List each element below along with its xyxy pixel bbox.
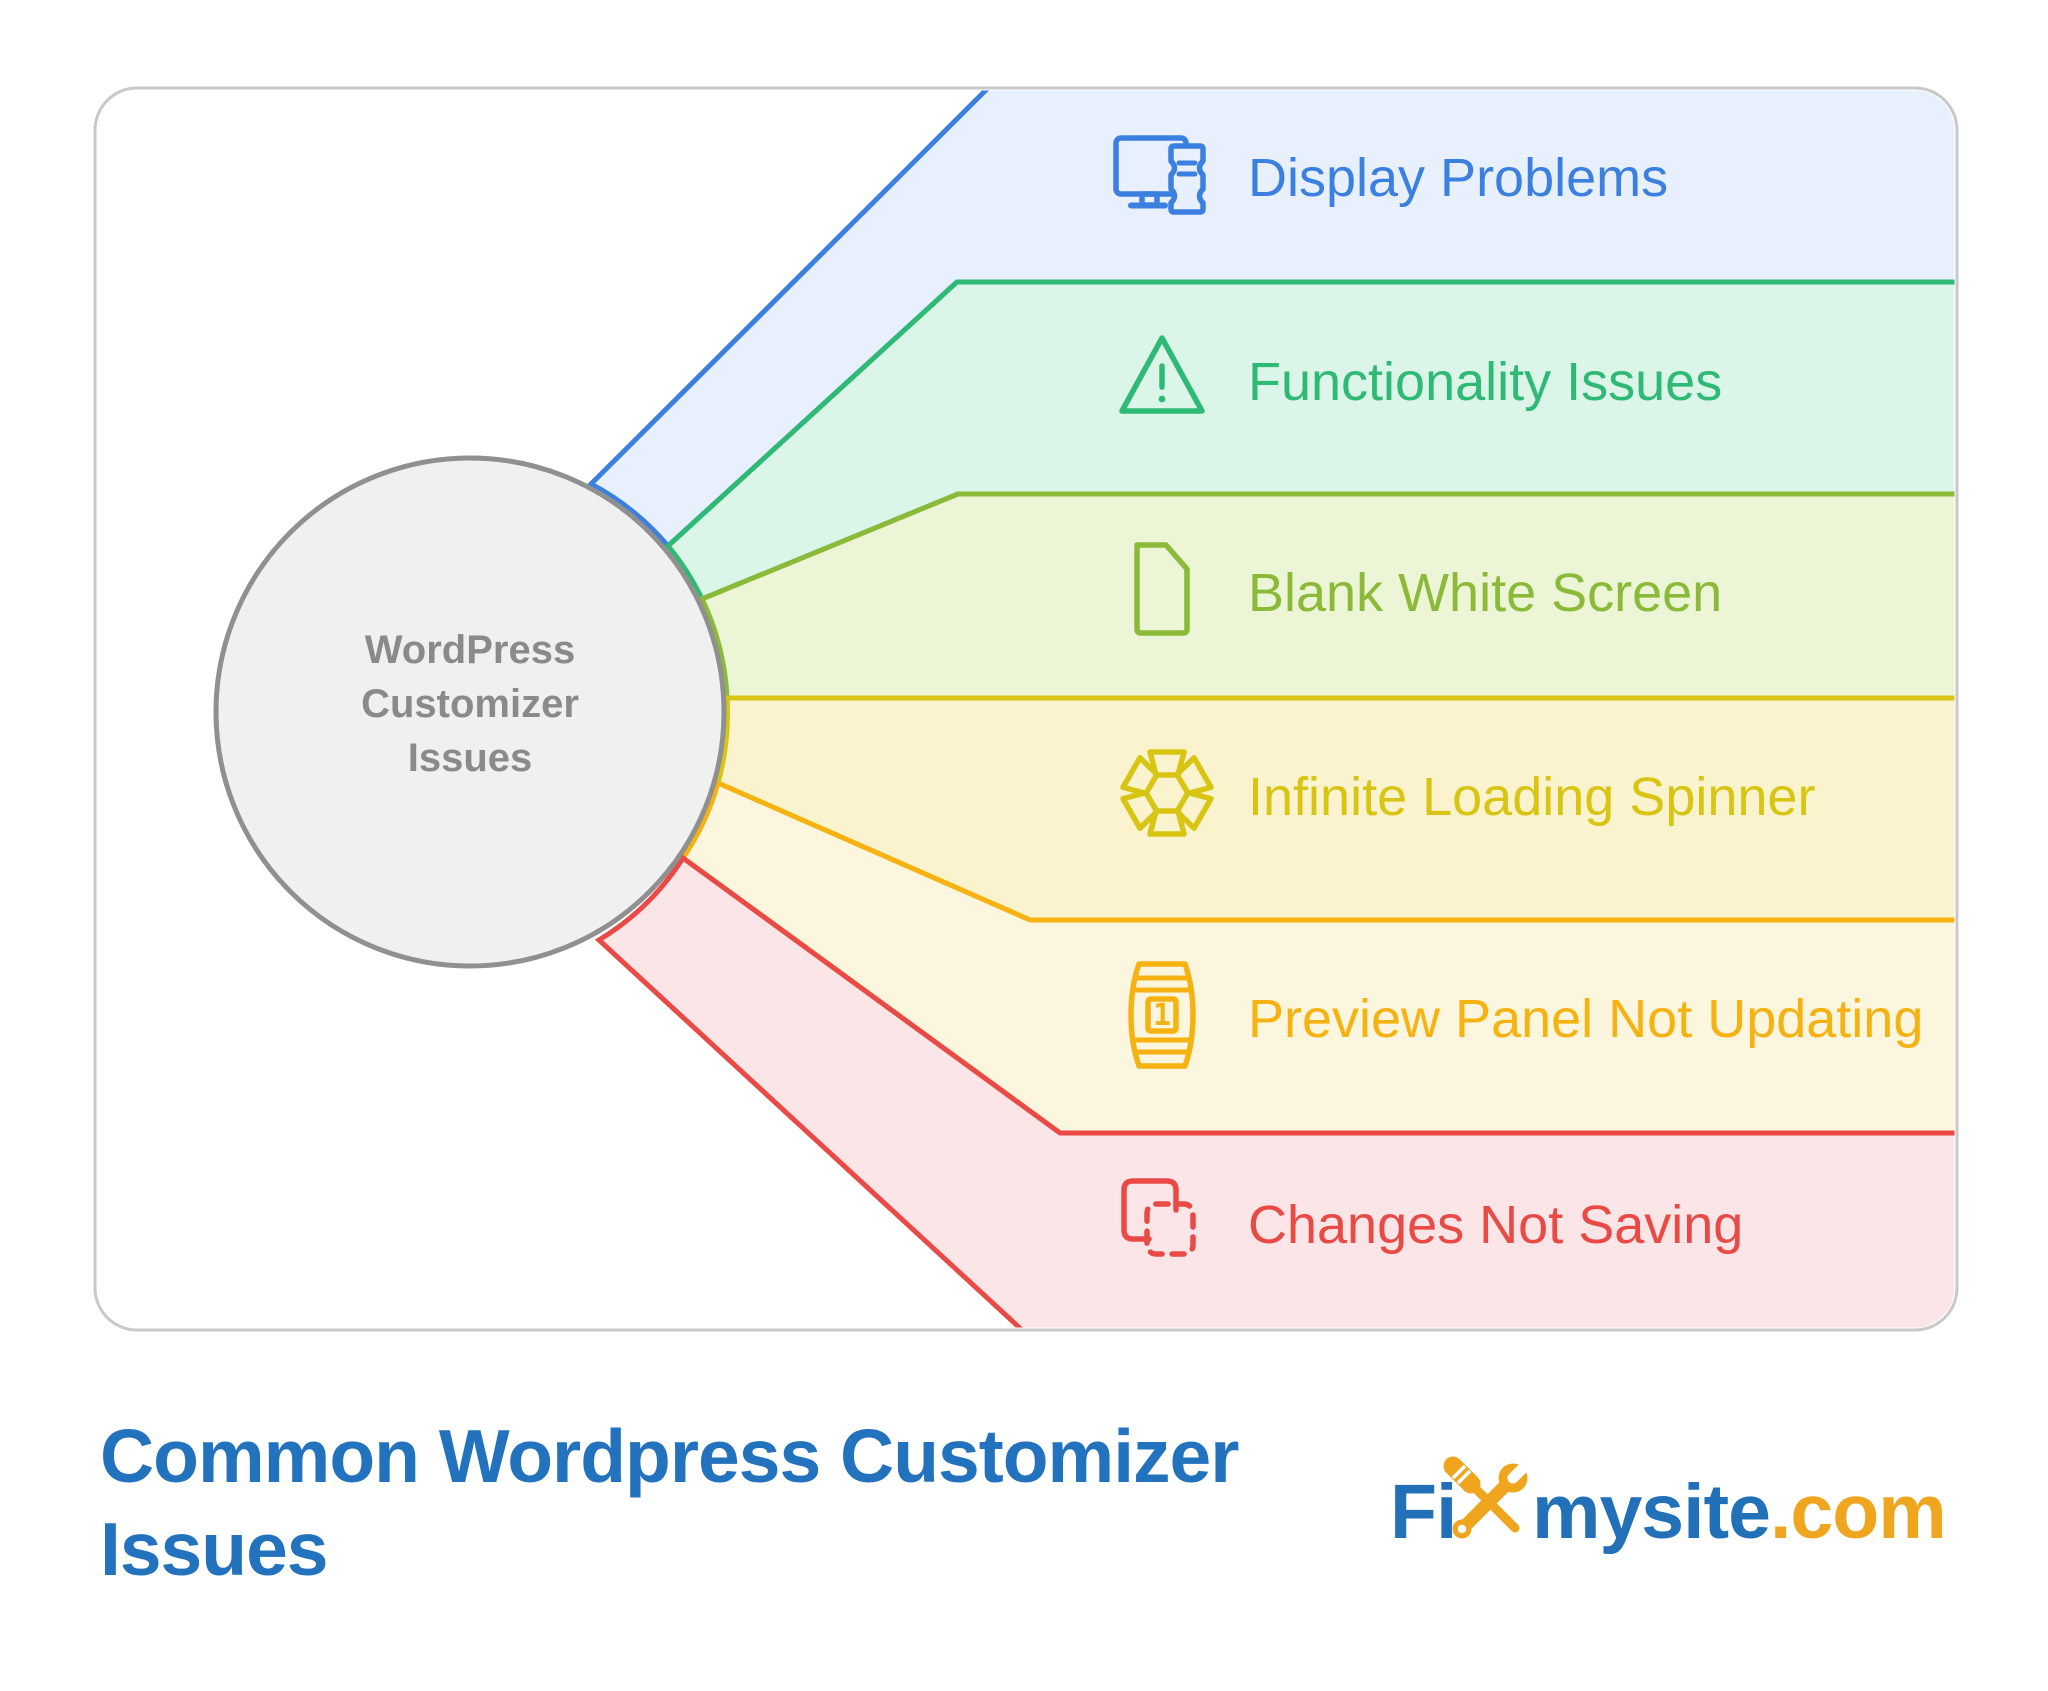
logo-mysite: mysite (1532, 1469, 1770, 1555)
branch-label-display-problems: Display Problems (1248, 148, 1668, 208)
preview-panel-icon: 1 (1128, 961, 1196, 1069)
branch-band-preview-panel (679, 779, 1955, 1136)
branch-label-changes-not-saving: Changes Not Saving (1248, 1195, 1743, 1255)
logo: Fi mysite.com (1390, 1453, 1947, 1555)
central-circle (213, 455, 727, 969)
warning-triangle-icon (1119, 335, 1205, 414)
logo-fi: Fi (1390, 1469, 1456, 1555)
central-label-line3: Issues (408, 736, 533, 780)
logo-tools-icon (1443, 1453, 1538, 1539)
preview-panel-badge: 1 (1153, 998, 1171, 1033)
central-label-line1: WordPress (365, 628, 575, 672)
branch-band-display-problems (586, 90, 1955, 550)
branch-band-blank-white-screen (698, 491, 1955, 701)
logo-com: .com (1770, 1469, 1946, 1555)
branch-band-changes-not-saving (594, 854, 1955, 1328)
branch-label-blank-white-screen: Blank White Screen (1248, 563, 1722, 623)
branch-label-infinite-loading-spinner: Infinite Loading Spinner (1248, 767, 1815, 827)
blank-page-icon (1134, 542, 1190, 636)
infographic-title-line1: Common Wordpress Customizer (100, 1414, 1239, 1498)
logo-domain: mysite.com (1532, 1469, 1946, 1555)
infographic-title-line2: Issues (100, 1507, 328, 1591)
branch-label-functionality-issues: Functionality Issues (1248, 352, 1722, 412)
monitor-receipt-icon (1113, 135, 1206, 215)
branch-label-preview-panel: Preview Panel Not Updating (1248, 989, 1923, 1049)
loading-spinner-icon (1120, 749, 1214, 837)
changes-copy-icon (1121, 1178, 1196, 1257)
card-border (93, 86, 1959, 1332)
central-label-line2: Customizer (361, 682, 579, 726)
